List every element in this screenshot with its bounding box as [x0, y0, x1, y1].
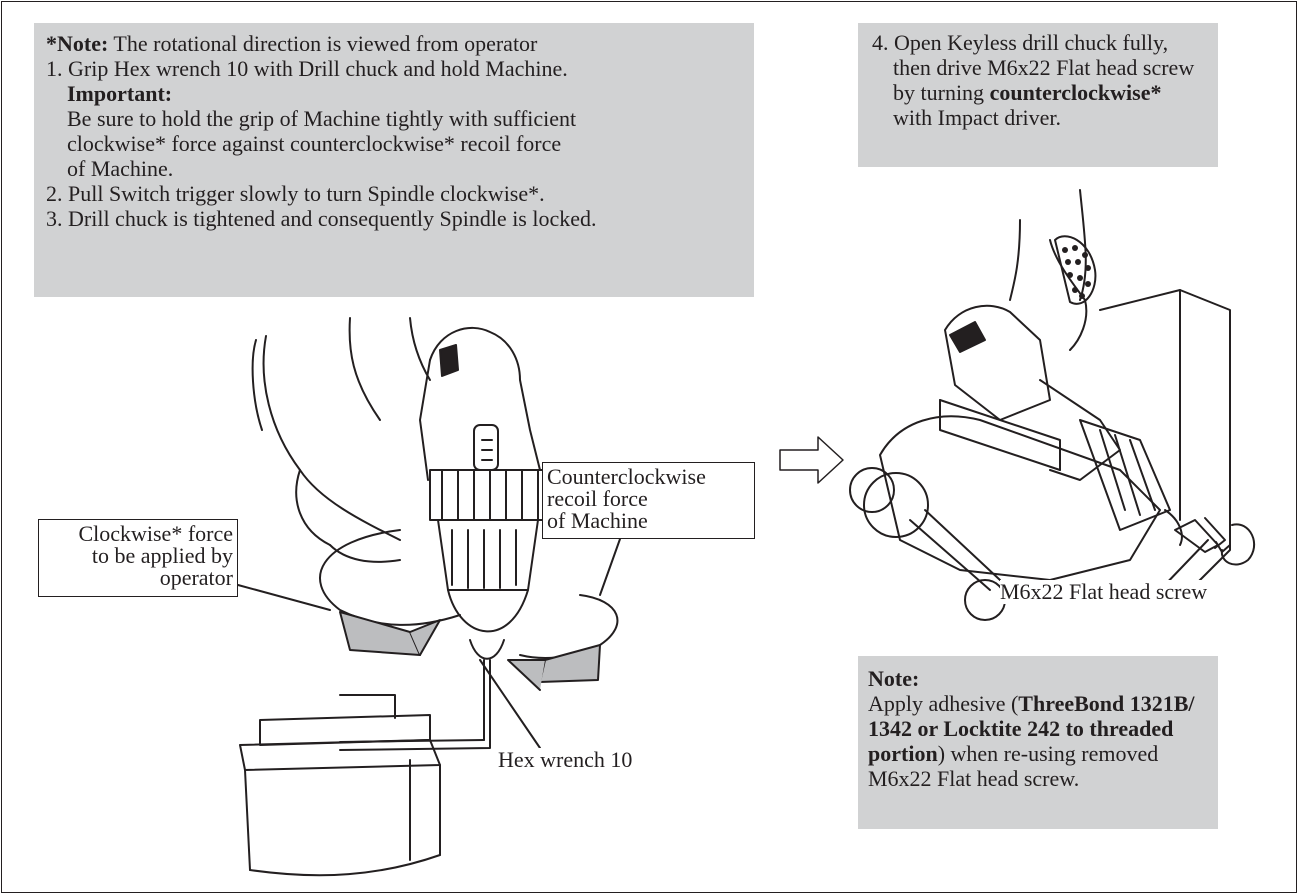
- important-line-1: Be sure to hold the grip of Machine tigh…: [46, 106, 742, 131]
- important-line-3: of Machine.: [46, 156, 742, 181]
- rotation-note: *Note: The rotational direction is viewe…: [46, 31, 742, 56]
- important-label: Important:: [46, 81, 742, 106]
- hex-wrench-label: Hex wrench 10: [498, 748, 632, 772]
- important-line-2: clockwise* force against counterclockwis…: [46, 131, 742, 156]
- switch-trigger: [474, 425, 498, 470]
- step-4-line-2: then drive M6x22 Flat head screw: [872, 55, 1218, 80]
- sequence-arrow: [780, 437, 843, 483]
- note-line-3: portion) when re-using removed: [868, 741, 1218, 766]
- callout-line: recoil force: [547, 488, 750, 510]
- callout-line: Clockwise* force: [43, 523, 233, 545]
- instruction-box-right: 4. Open Keyless drill chuck fully, then …: [858, 23, 1218, 167]
- step-1: 1. Grip Hex wrench 10 with Drill chuck a…: [46, 56, 742, 81]
- callout-line: to be applied by: [43, 545, 233, 567]
- clockwise-force-callout: Clockwise* force to be applied by operat…: [38, 519, 238, 597]
- callout-line: Counterclockwise: [547, 466, 750, 488]
- note-title: Note:: [868, 666, 1218, 691]
- note-line-2: 1342 or Locktite 242 to threaded: [868, 716, 1218, 741]
- callout-line: of Machine: [547, 510, 750, 532]
- instruction-box-left: *Note: The rotational direction is viewe…: [34, 23, 754, 297]
- step-4-line-4: with Impact driver.: [872, 105, 1218, 130]
- note-line-1: Apply adhesive (ThreeBond 1321B/: [868, 691, 1218, 716]
- step-4-line-1: 4. Open Keyless drill chuck fully,: [872, 30, 1218, 55]
- note-line-4: M6x22 Flat head screw.: [868, 766, 1218, 791]
- counterclockwise-force-callout: Counterclockwise recoil force of Machine: [542, 462, 755, 539]
- flat-head-screw-label: M6x22 Flat head screw: [1000, 580, 1207, 604]
- vise-drill-illustration: [850, 190, 1254, 620]
- adhesive-note-box: Note: Apply adhesive (ThreeBond 1321B/ 1…: [858, 656, 1218, 829]
- step-4-line-3: by turning counterclockwise*: [872, 80, 1218, 105]
- step-2: 2. Pull Switch trigger slowly to turn Sp…: [46, 181, 742, 206]
- callout-line: operator: [43, 567, 233, 589]
- drill-hand-illustration: [238, 318, 620, 875]
- step-3: 3. Drill chuck is tightened and conseque…: [46, 206, 742, 231]
